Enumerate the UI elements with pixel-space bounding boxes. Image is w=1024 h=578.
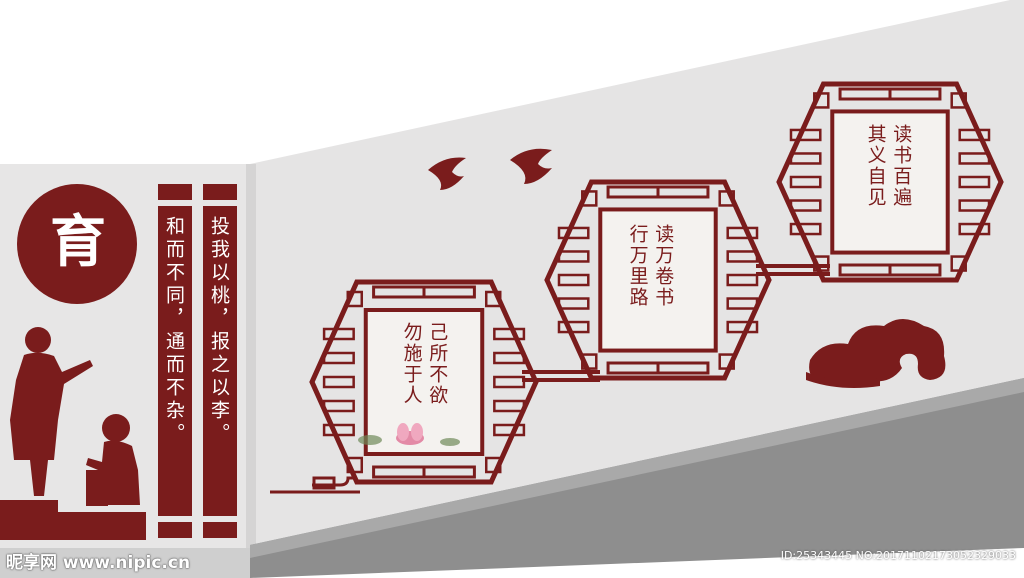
lattice-cell [557,226,590,240]
panel-2-line-1: 读万卷书 [652,224,675,308]
lattice-cell [789,222,822,236]
corner-lattice [346,290,364,308]
lattice-cell [789,175,822,189]
lattice-cell [557,297,590,310]
panel-2-frame [544,179,772,381]
lattice-cell [557,320,590,334]
swallow-icon [428,148,552,190]
panel-picture [363,308,485,456]
panel-3-text: 读书百遍 其义自见 [862,124,913,208]
corner-lattice [346,456,364,474]
panel-1-text: 己所不欲 勿施于人 [398,322,449,406]
corner-lattice [581,353,598,370]
corner-lattice [718,353,735,370]
panel-3-line-2: 其义自见 [864,124,887,208]
floor-band-light [250,378,1024,558]
lattice-cell [958,152,991,165]
hex-outline [776,81,1004,283]
corner-lattice [813,92,830,109]
panel-1-frame [309,279,539,485]
panel-3-line-1: 读书百遍 [890,124,913,208]
auspicious-cloud-icon [806,319,946,388]
lattice-cell [493,351,526,365]
lattice-cell [493,399,526,413]
lattice-cell [322,399,355,413]
badge-character: 育 [50,209,106,275]
lattice-cell [726,226,759,240]
panel-3-frame [776,81,1004,283]
corner-lattice [484,456,502,474]
lattice-cell [958,128,991,142]
banner-left-text: 和而不同，通而不杂。 [163,216,185,446]
lattice-cell [789,199,822,212]
panel-1-line-2: 勿施于人 [400,322,423,406]
lattice-cell [726,250,759,263]
base-scroll [270,476,360,494]
banner-right-text: 投我以桃，报之以李。 [208,216,230,446]
lattice-cell [493,423,526,437]
corner-lattice [950,92,967,109]
watermark-left: 昵享网 www.nipic.cn [6,553,191,573]
corner-lattice [718,190,735,207]
hex-outline [544,179,772,381]
lattice-cell [322,375,355,389]
panel-2-line-2: 行万里路 [626,224,649,308]
panel-2-text: 读万卷书 行万里路 [624,224,675,308]
lattice-cell [726,297,759,310]
lattice-cell [958,222,991,236]
lattice-cell [789,128,822,142]
panel-1-line-1: 己所不欲 [426,322,449,406]
corner-lattice [950,255,967,272]
lattice-cell [958,175,991,189]
banner-right [203,184,237,538]
lattice-cell [493,327,526,341]
lattice-cell [958,199,991,212]
left-floor [0,548,250,578]
corner-lattice [813,255,830,272]
lattice-cell [726,273,759,287]
teacher-student-silhouette [0,327,146,540]
lattice-cell [789,152,822,165]
panel-picture [598,207,718,353]
hex-outline [309,279,539,485]
lattice-cell [557,250,590,263]
panel-picture [830,109,950,255]
lotus-icon [358,423,460,446]
wall-corner-shadow [246,164,256,548]
lattice-cell [726,320,759,334]
corner-lattice [581,190,598,207]
watermark-right: ID:25343445 NO:20171102173052329033 [780,549,1016,562]
badge-circle [17,184,137,304]
lattice-cell [557,273,590,287]
lattice-cell [493,375,526,389]
corner-lattice [484,290,502,308]
lattice-cell [322,351,355,365]
banner-left [158,184,192,538]
lattice-cell [322,327,355,341]
lattice-cell [322,423,355,437]
